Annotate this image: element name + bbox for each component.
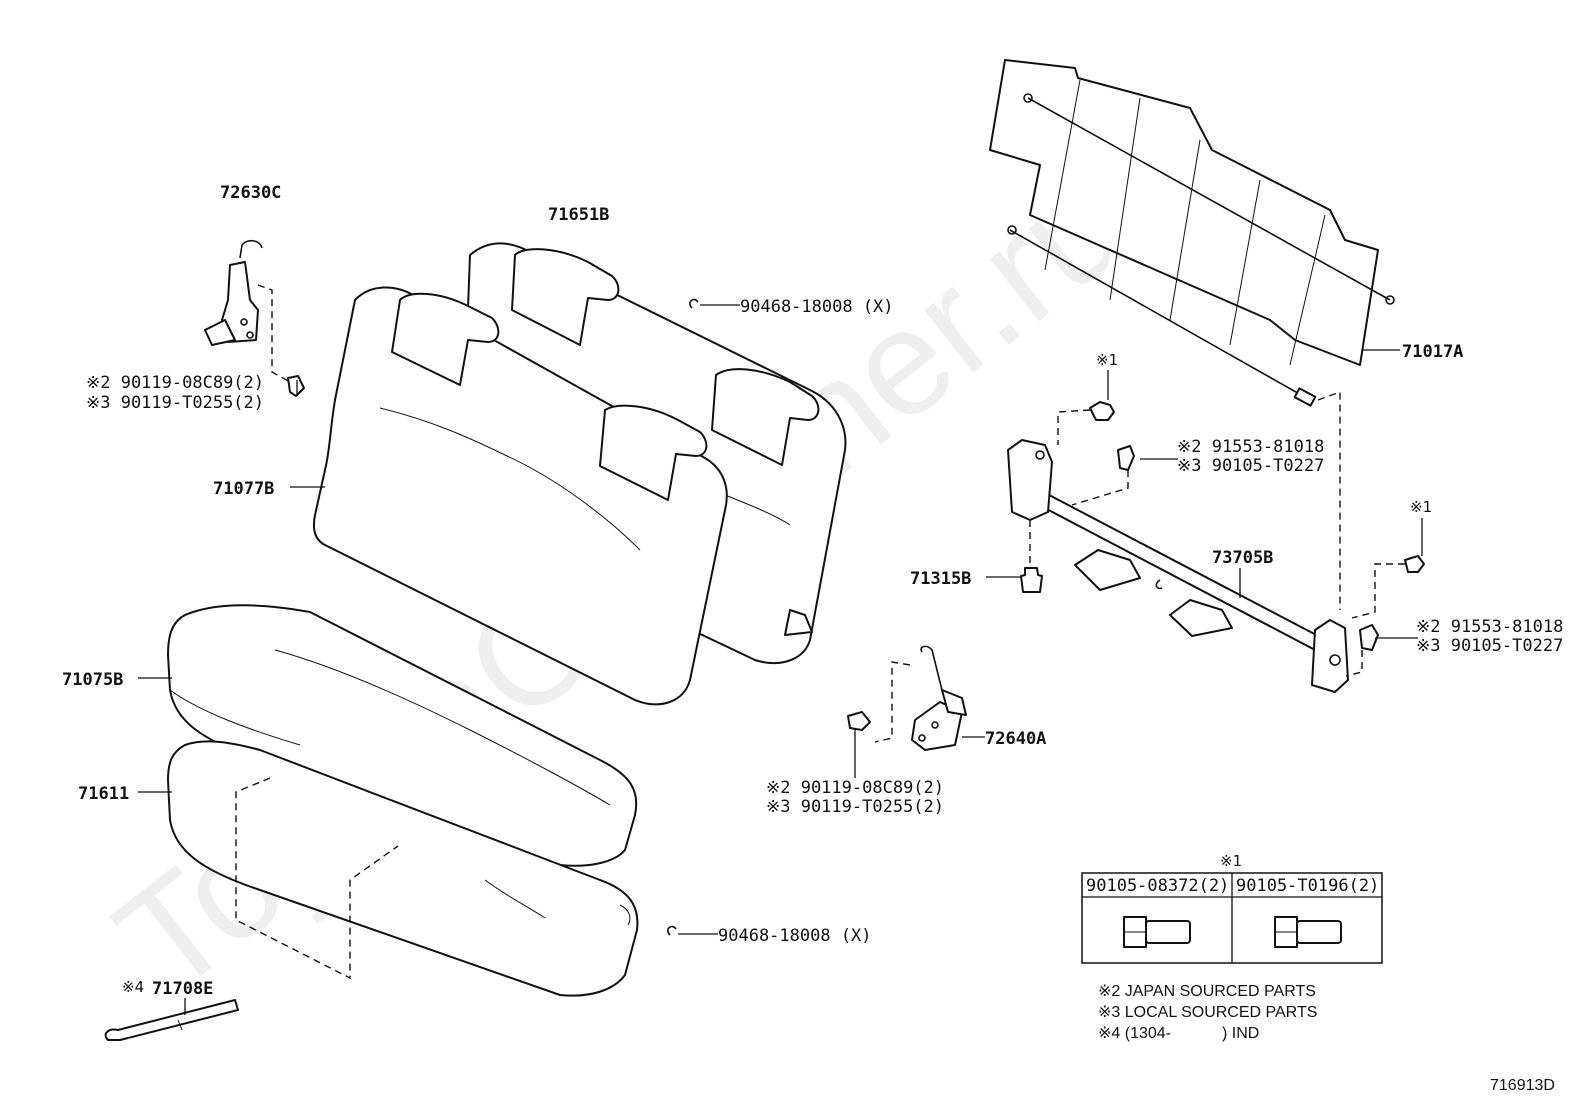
label-screw-upper-2: ※3 90105-T0227 [1177, 456, 1324, 476]
board-group [989, 59, 1395, 610]
note-japan: ※2 JAPAN SOURCED PARTS [1098, 983, 1316, 1000]
label-71075B: 71075B [62, 670, 123, 690]
diagram-id: 716913D [1490, 1077, 1555, 1094]
note-local: ※3 LOCAL SOURCED PARTS [1098, 1004, 1317, 1021]
screw-table: ※1 90105-08372(2) 90105-T0196(2) [1081, 852, 1383, 964]
bolts-right-group [1057, 401, 1425, 677]
label-strap-mark: ※4 [122, 978, 144, 996]
cushion-pad-group [167, 740, 639, 997]
label-71077B: 71077B [213, 479, 274, 499]
hinge-center-group [847, 645, 967, 751]
strap-group [104, 999, 239, 1041]
table-col2: 90105-T0196(2) [1236, 876, 1379, 896]
label-71708E: 71708E [152, 979, 213, 999]
label-screw-right-2: ※3 90105-T0227 [1416, 636, 1563, 656]
rod-frame-group [1007, 439, 1349, 693]
clip-bottom-icon [667, 925, 677, 936]
leader-lines [138, 304, 1423, 1015]
label-72640A: 72640A [985, 729, 1046, 749]
clip-top-icon [689, 298, 699, 309]
table-title: ※1 [1220, 852, 1242, 870]
seatback-front-group [312, 286, 728, 706]
label-screw-left-2: ※3 90119-T0255(2) [86, 393, 264, 413]
label-screw-right-1: ※2 91553-81018 [1416, 617, 1563, 637]
label-72630C: 72630C [220, 183, 281, 203]
label-71611: 71611 [78, 784, 129, 804]
label-mark1-b: ※1 [1410, 498, 1432, 516]
label-screw-left-1: ※2 90119-08C89(2) [86, 373, 264, 393]
note-ind-b: ) IND [1222, 1025, 1259, 1042]
note-ind-a: ※4 (1304- [1098, 1025, 1171, 1042]
label-clip-bottom: 90468-18008 (X) [718, 926, 872, 946]
table-col1: 90105-08372(2) [1086, 876, 1229, 896]
label-screw-center-1: ※2 90119-08C89(2) [766, 778, 944, 798]
label-clip-top: 90468-18008 (X) [740, 297, 894, 317]
label-71651B: 71651B [548, 205, 609, 225]
bolt-icon [1274, 916, 1342, 948]
label-screw-upper-1: ※2 91553-81018 [1177, 437, 1324, 457]
hinge-left-group [204, 239, 305, 397]
bolt-icon [1123, 916, 1191, 948]
label-mark1-a: ※1 [1096, 351, 1118, 369]
label-71315B: 71315B [910, 569, 971, 589]
cushion-dash [235, 777, 399, 980]
label-73705B: 73705B [1212, 548, 1273, 568]
label-71017A: 71017A [1402, 342, 1463, 362]
label-screw-center-2: ※3 90119-T0255(2) [766, 797, 944, 817]
